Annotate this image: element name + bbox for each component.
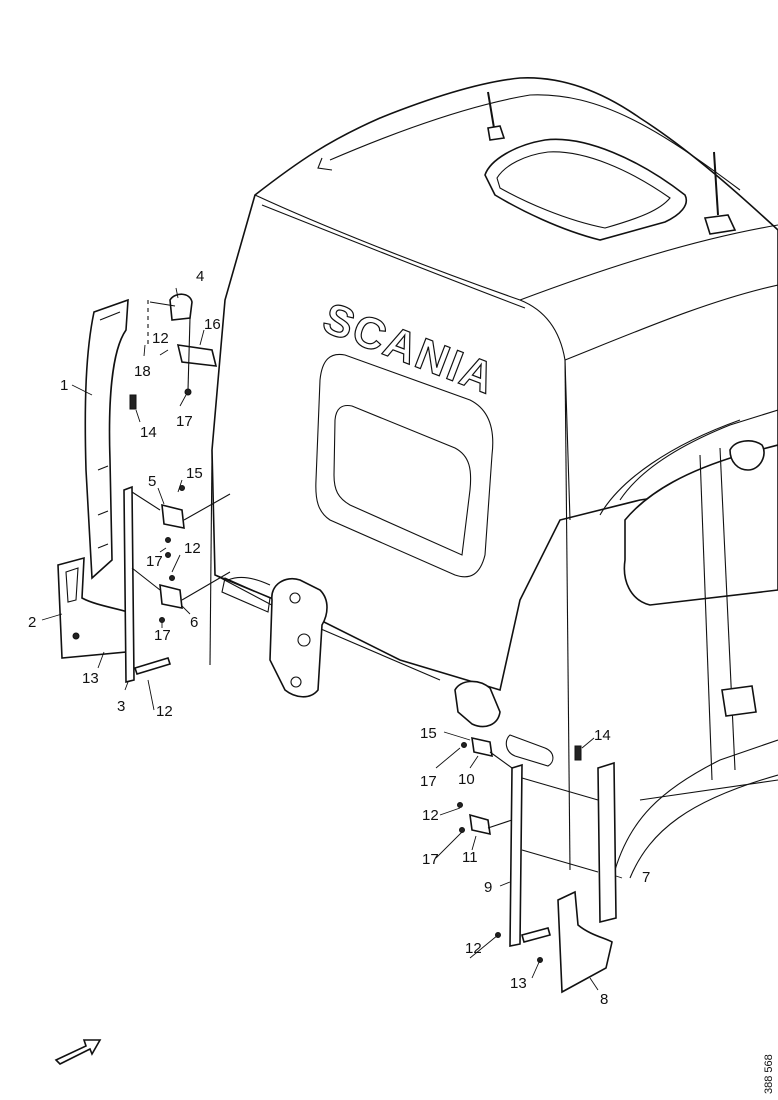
callout-18: 18 — [134, 363, 151, 380]
callout-15-b: 15 — [420, 725, 437, 742]
callout-12-e: 12 — [465, 940, 482, 957]
leader-lines — [41, 287, 623, 991]
callout-4: 4 — [196, 268, 204, 285]
callout-12-a: 12 — [152, 330, 169, 347]
callout-16: 16 — [204, 316, 221, 333]
cab-body: SCANIA — [209, 77, 778, 879]
callouts: 1 2 3 4 5 6 7 8 9 10 11 12 12 12 12 12 1… — [28, 268, 650, 1008]
callout-17-e: 17 — [422, 851, 439, 868]
callout-12-d: 12 — [422, 807, 439, 824]
callout-14-a: 14 — [140, 424, 157, 441]
callout-8: 8 — [600, 991, 608, 1008]
callout-9: 9 — [484, 879, 492, 896]
right-vertical-strip — [509, 763, 551, 947]
callout-17-c: 17 — [154, 627, 171, 644]
callout-5: 5 — [148, 473, 156, 490]
left-middle-hinges — [131, 485, 231, 623]
left-rear-pillar-trim — [84, 298, 137, 580]
callout-11: 11 — [462, 849, 478, 866]
callout-17-b: 17 — [146, 553, 163, 570]
right-hinges — [457, 736, 599, 963]
callout-17-d: 17 — [420, 773, 437, 790]
callout-6: 6 — [190, 614, 198, 631]
callout-3: 3 — [117, 698, 125, 715]
callout-1: 1 — [60, 377, 68, 394]
callout-7: 7 — [642, 869, 650, 886]
left-upper-hinge — [147, 293, 218, 396]
callout-12-b: 12 — [184, 540, 201, 557]
callout-10: 10 — [458, 771, 475, 788]
direction-arrow-icon — [54, 1039, 102, 1065]
right-mudflap-bracket — [557, 890, 613, 994]
callout-13-a: 13 — [82, 670, 99, 687]
drawing-reference-number: 388 568 — [763, 1054, 775, 1094]
right-side-strip — [574, 745, 617, 924]
callout-17-a: 17 — [176, 413, 193, 430]
callout-12-c: 12 — [156, 703, 173, 720]
callout-15-a: 15 — [186, 465, 203, 482]
callout-14-b: 14 — [594, 727, 611, 744]
left-vertical-strip — [123, 485, 172, 684]
callout-13-b: 13 — [510, 975, 527, 992]
callout-2: 2 — [28, 614, 36, 631]
